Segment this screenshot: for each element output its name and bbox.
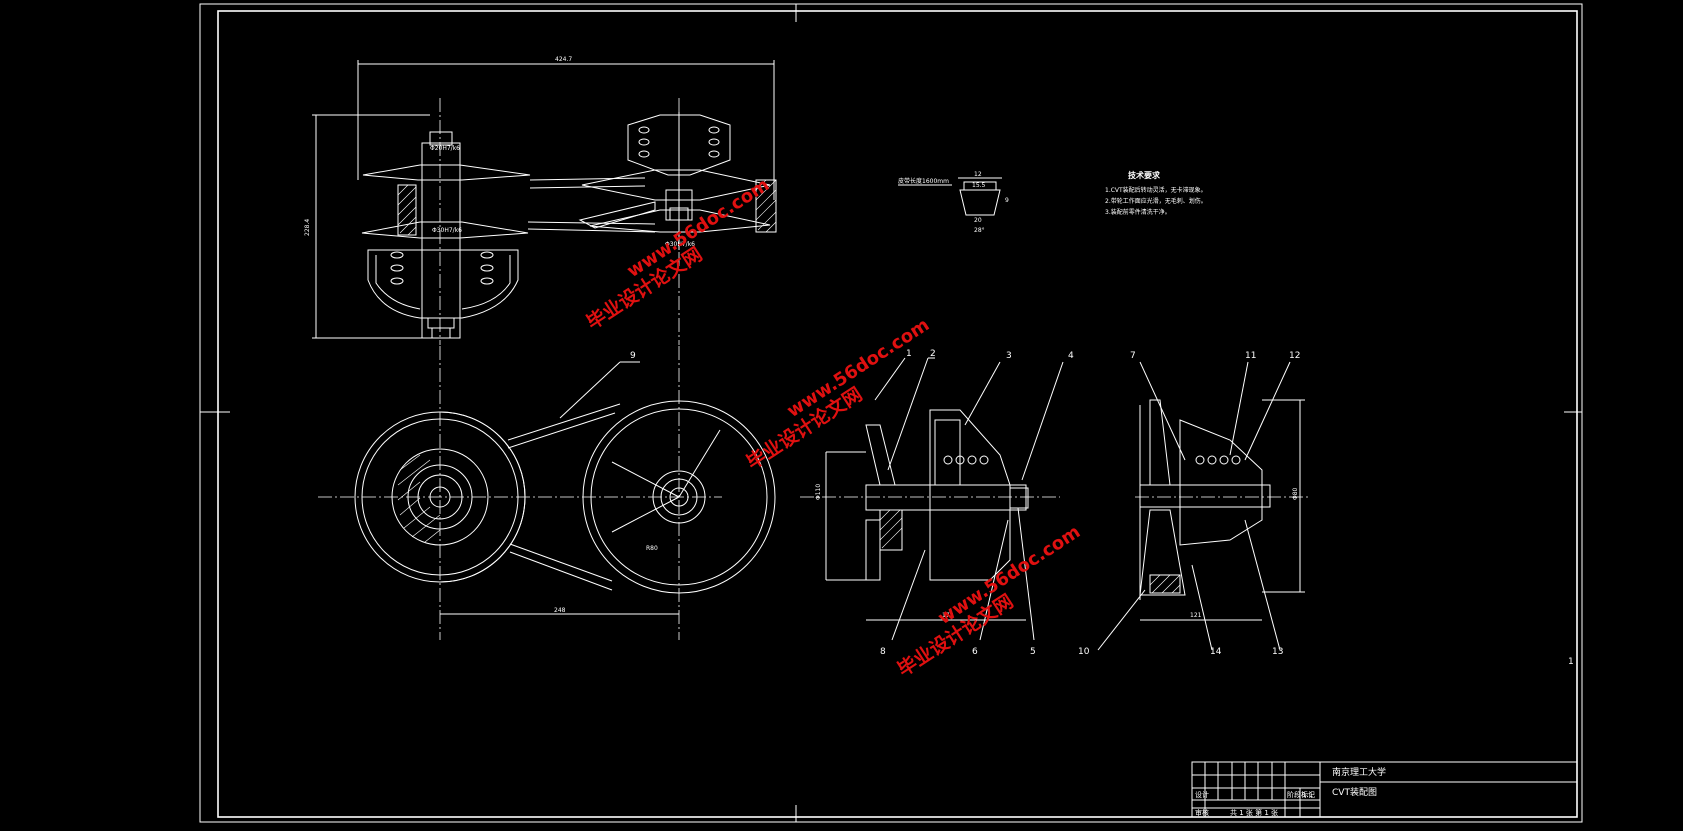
svg-text:28°: 28°	[974, 227, 985, 234]
part-number-10: 10	[1078, 647, 1090, 657]
watermark-2: 毕业设计论文网 www.56doc.com	[742, 314, 933, 474]
dim-right-pulley-dia: Φ80	[1292, 487, 1299, 500]
part-number-6: 6	[972, 647, 978, 657]
dim-mid-bore: Φ30H7/k6	[432, 227, 462, 234]
tb-check-label: 审核	[1195, 808, 1209, 817]
belt-section-detail: 皮带长度1600mm 12 15.5 9 20 28°	[898, 171, 1009, 234]
part-number-5: 5	[1030, 647, 1036, 657]
dim-left-pulley-dia: Φ110	[815, 484, 822, 500]
dim-left-bore: Φ20H7/k6	[430, 145, 460, 152]
tb-design-label: 设计	[1195, 790, 1209, 799]
tb-school: 南京理工大学	[1332, 766, 1386, 778]
part-number-9: 9	[630, 351, 636, 361]
dim-right-bore: Φ30H7/k6	[665, 241, 695, 248]
dim-bottom-width: 248	[554, 607, 566, 614]
part-number-11: 11	[1245, 351, 1256, 361]
part-number-2: 2	[930, 349, 936, 359]
svg-text:3.装配前零件清洗干净。: 3.装配前零件清洗干净。	[1105, 208, 1171, 216]
svg-text:20: 20	[974, 217, 982, 224]
part-number-13: 13	[1272, 647, 1283, 657]
dim-right-length: 121	[1190, 612, 1202, 619]
part-number-8: 8	[880, 647, 886, 657]
svg-text:1.CVT装配后转动灵活，无卡滞现象。: 1.CVT装配后转动灵活，无卡滞现象。	[1105, 186, 1207, 194]
dim-left-length: 172	[942, 612, 954, 619]
part-number-14: 14	[1210, 647, 1222, 657]
belt-note: 皮带长度1600mm	[898, 177, 949, 185]
top-section-view: 424.7 228.4 Φ20H7/k6 Φ30H7/k6	[304, 56, 777, 345]
title-block: 设计 审核 阶段标记 1:1 共 1 张 第 1 张 南京理工大学 CVT装配图	[1191, 761, 1578, 818]
watermark-1: 毕业设计论文网 www.56doc.com	[582, 174, 773, 334]
svg-text:15.5: 15.5	[972, 182, 986, 189]
svg-text:9: 9	[1005, 197, 1009, 204]
dim-radius: R80	[646, 545, 658, 552]
drive-pulley-section: Φ110 172 2 3 4 5 6 8	[800, 349, 1074, 657]
part-number-3: 3	[1006, 351, 1012, 361]
tb-sheet-label: 共 1 张 第 1 张	[1230, 808, 1278, 817]
part-number-4: 4	[1068, 351, 1074, 361]
tb-scale-cell: 1:1	[1302, 791, 1313, 799]
svg-text:2.带轮工作面应光滑，无毛刺、划伤。: 2.带轮工作面应光滑，无毛刺、划伤。	[1105, 197, 1207, 205]
dim-top-height: 228.4	[304, 219, 311, 236]
tech-req-heading: 技术要求	[1128, 170, 1161, 180]
part-number-7: 7	[1130, 351, 1136, 361]
inner-frame	[217, 10, 1578, 818]
watermark-3: 毕业设计论文网 www.56doc.com	[893, 521, 1084, 681]
outer-frame	[199, 3, 1583, 823]
technical-requirements: 技术要求 1.CVT装配后转动灵活，无卡滞现象。 2.带轮工作面应光滑，无毛刺、…	[1105, 170, 1207, 216]
tb-stage-label: 阶段标记	[1287, 790, 1315, 799]
svg-text:12: 12	[974, 171, 982, 178]
front-view: R80 248 9	[318, 346, 776, 640]
dim-top-overall: 424.7	[555, 56, 572, 63]
part-number-1: 1	[906, 349, 912, 359]
driven-pulley-section: Φ80 121 7 11 12 10 14 13	[1078, 351, 1310, 657]
edge-mark: 1	[1568, 657, 1574, 667]
tb-drawing-name: CVT装配图	[1332, 786, 1377, 798]
part-number-12: 12	[1289, 351, 1300, 361]
